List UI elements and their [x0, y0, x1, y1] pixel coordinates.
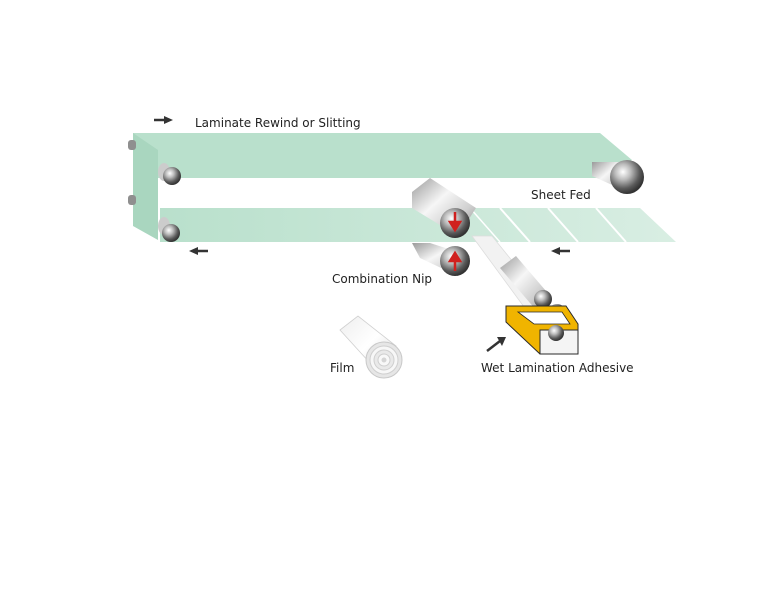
flow-arrow-icon-rewind — [154, 116, 173, 124]
rewind-roller-icon — [610, 160, 644, 194]
nip-pressure-arrow-icon-down — [447, 212, 463, 233]
sheet-gap-1 — [499, 207, 531, 243]
adhesive-pickup-roller-icon — [548, 325, 564, 341]
lower-laminate-web — [160, 208, 676, 242]
coating-roller-upper-icon — [534, 290, 552, 308]
flow-arrow-icon-lower-left — [189, 247, 208, 255]
label-combination-nip: Combination Nip — [332, 272, 432, 286]
sheet-gap-2 — [547, 207, 579, 243]
film-roll-icon — [365, 341, 403, 379]
nip-pressure-arrow-icon-up — [447, 250, 463, 271]
label-laminate-rewind: Laminate Rewind or Slitting — [195, 116, 361, 130]
left-lower-roller-icon — [162, 224, 180, 242]
left-edge-roller-top — [128, 140, 136, 150]
upper-laminate-web — [133, 133, 632, 178]
left-edge-roller-bottom — [128, 195, 136, 205]
sheet-gap-3 — [595, 207, 627, 243]
left-upper-roller-icon — [163, 167, 181, 185]
left-web-return — [133, 133, 158, 240]
label-sheet-fed: Sheet Fed — [531, 188, 591, 202]
sheet-gap-4 — [469, 207, 501, 243]
label-film: Film — [330, 361, 354, 375]
flow-arrow-icon-adhesive — [486, 337, 506, 352]
adhesive-tray-inner — [516, 311, 571, 325]
flow-arrow-icon-sheet-fed — [551, 247, 570, 255]
label-wet-lamination-adhesive: Wet Lamination Adhesive — [481, 361, 634, 375]
